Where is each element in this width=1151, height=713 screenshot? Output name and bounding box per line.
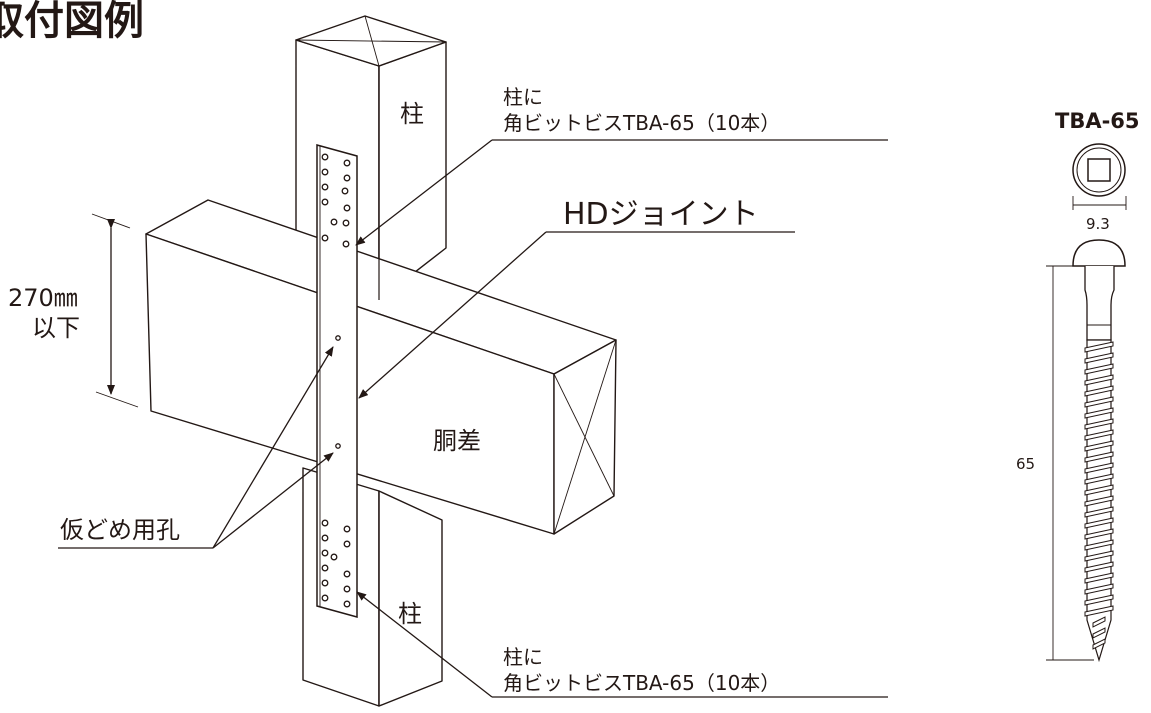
temp-hole-leader: [58, 346, 334, 549]
screw-thread: [1084, 539, 1114, 551]
screw-thread: [1084, 561, 1114, 573]
callout-bottom-leader: [356, 591, 888, 698]
screw-thread: [1084, 484, 1114, 496]
screw-thread: [1092, 616, 1106, 628]
label-temp-hole: 仮どめ用孔: [60, 516, 180, 544]
dimension-value: 270㎜: [8, 284, 78, 312]
screw-thread: [1084, 385, 1114, 397]
screw-thread: [1084, 352, 1114, 364]
screw-length-dimension: [1046, 265, 1094, 661]
screw-thread: [1084, 429, 1114, 441]
screw-thread: [1084, 363, 1114, 375]
screw-thread: [1084, 462, 1114, 474]
screw-thread: [1084, 517, 1114, 529]
callout-top-line1: 柱に: [503, 85, 543, 109]
label-hd-joint: HDジョイント: [563, 197, 759, 232]
dimension-270: [91, 213, 139, 408]
screw-thread: [1084, 374, 1114, 386]
screw-thread: [1084, 572, 1114, 584]
joint-leader: [358, 231, 795, 399]
screw-thread: [1084, 407, 1114, 419]
screw-thread: [1084, 418, 1114, 430]
screw-thread: [1084, 506, 1114, 518]
screw-thread: [1084, 396, 1114, 408]
screw-head-width: 9.3: [1086, 215, 1110, 233]
screw-thread: [1092, 627, 1106, 639]
screw-side-view: [1072, 239, 1126, 663]
head-width-dimension: [1072, 196, 1127, 210]
screw-thread: [1092, 638, 1106, 650]
screw-name: TBA-65: [1055, 109, 1140, 133]
label-column-bottom: 柱: [398, 600, 422, 628]
screw-thread: [1084, 594, 1114, 606]
screw-thread: [1084, 440, 1114, 452]
screw-length: 65: [1016, 455, 1035, 473]
screw-thread: [1084, 451, 1114, 463]
callout-top-leader: [355, 139, 888, 246]
screw-thread: [1084, 605, 1114, 617]
label-beam: 胴差: [433, 427, 481, 455]
screw-thread: [1084, 583, 1114, 595]
page-title: 取付図例: [0, 0, 144, 44]
callout-top-line2: 角ビットビスTBA-65（10本）: [503, 111, 780, 135]
hd-joint-plate: [316, 144, 358, 618]
screw-thread: [1084, 473, 1114, 485]
callout-bottom-line1: 柱に: [503, 645, 543, 669]
screw-thread: [1084, 528, 1114, 540]
screw-thread: [1084, 341, 1114, 353]
callout-bottom-line2: 角ビットビスTBA-65（10本）: [503, 671, 780, 695]
dimension-note: 以下: [32, 314, 80, 342]
screw-head-top-view: [1072, 143, 1126, 197]
screw-thread: [1084, 495, 1114, 507]
screw-thread: [1084, 550, 1114, 562]
label-column-top: 柱: [400, 100, 424, 128]
